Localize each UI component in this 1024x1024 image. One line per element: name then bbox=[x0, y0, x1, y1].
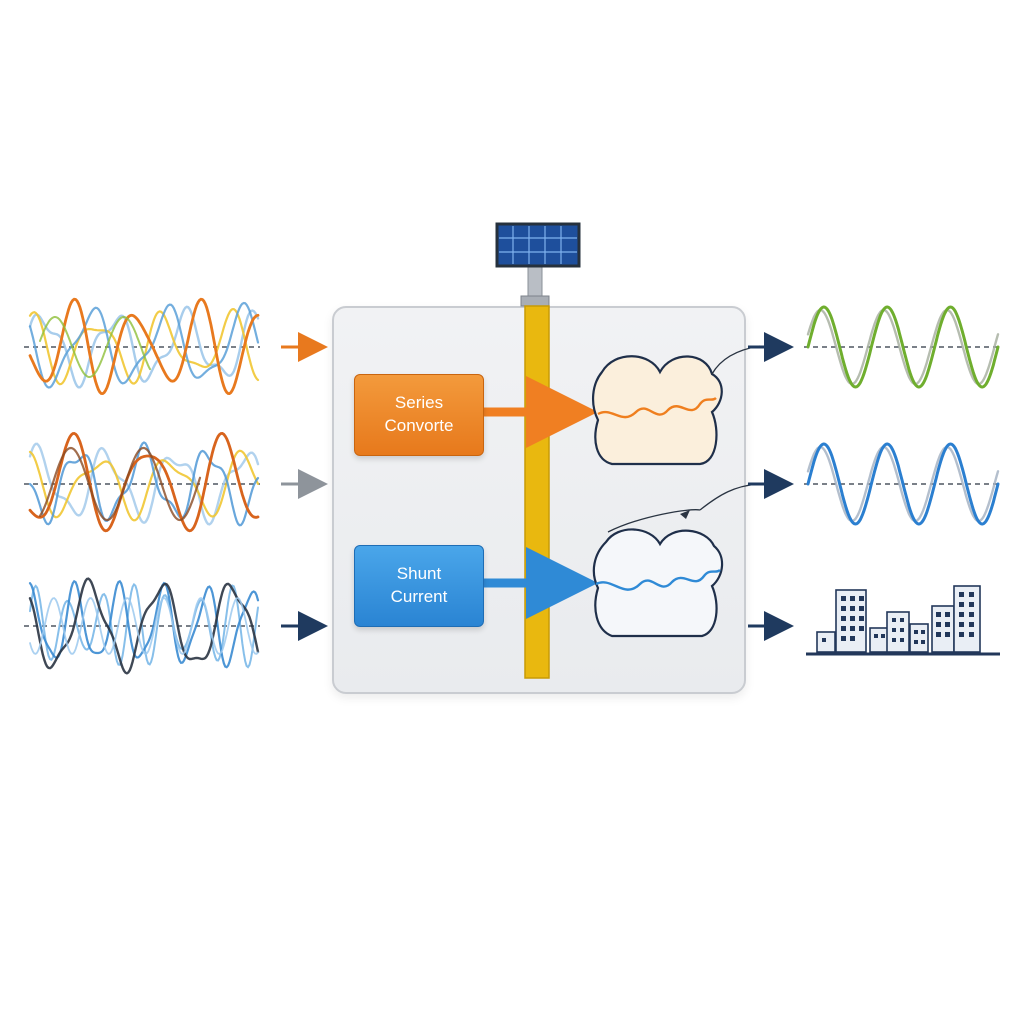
clean-waveform-green bbox=[804, 305, 1000, 389]
shunt-converter-label-line2: Current bbox=[390, 587, 448, 606]
solar-panel-icon bbox=[495, 222, 581, 307]
city-buildings-icon bbox=[806, 585, 1000, 656]
clean-waveform-blue bbox=[804, 442, 1000, 526]
dc-link-bus bbox=[524, 305, 550, 679]
distorted-waveform-2 bbox=[24, 431, 260, 533]
shunt-coupling-shape bbox=[592, 483, 759, 638]
series-converter-label-line1: Series bbox=[394, 393, 444, 413]
series-converter-box: Series Convorte bbox=[354, 374, 484, 456]
shunt-converter-box: Shunt Current bbox=[354, 545, 484, 627]
distorted-waveform-3 bbox=[24, 577, 260, 675]
shunt-converter-label-line1: Shunt bbox=[396, 564, 442, 584]
series-coupling-shape bbox=[592, 345, 761, 466]
distorted-waveform-1 bbox=[24, 297, 260, 396]
series-converter-label-line2: Convorte bbox=[384, 416, 454, 435]
